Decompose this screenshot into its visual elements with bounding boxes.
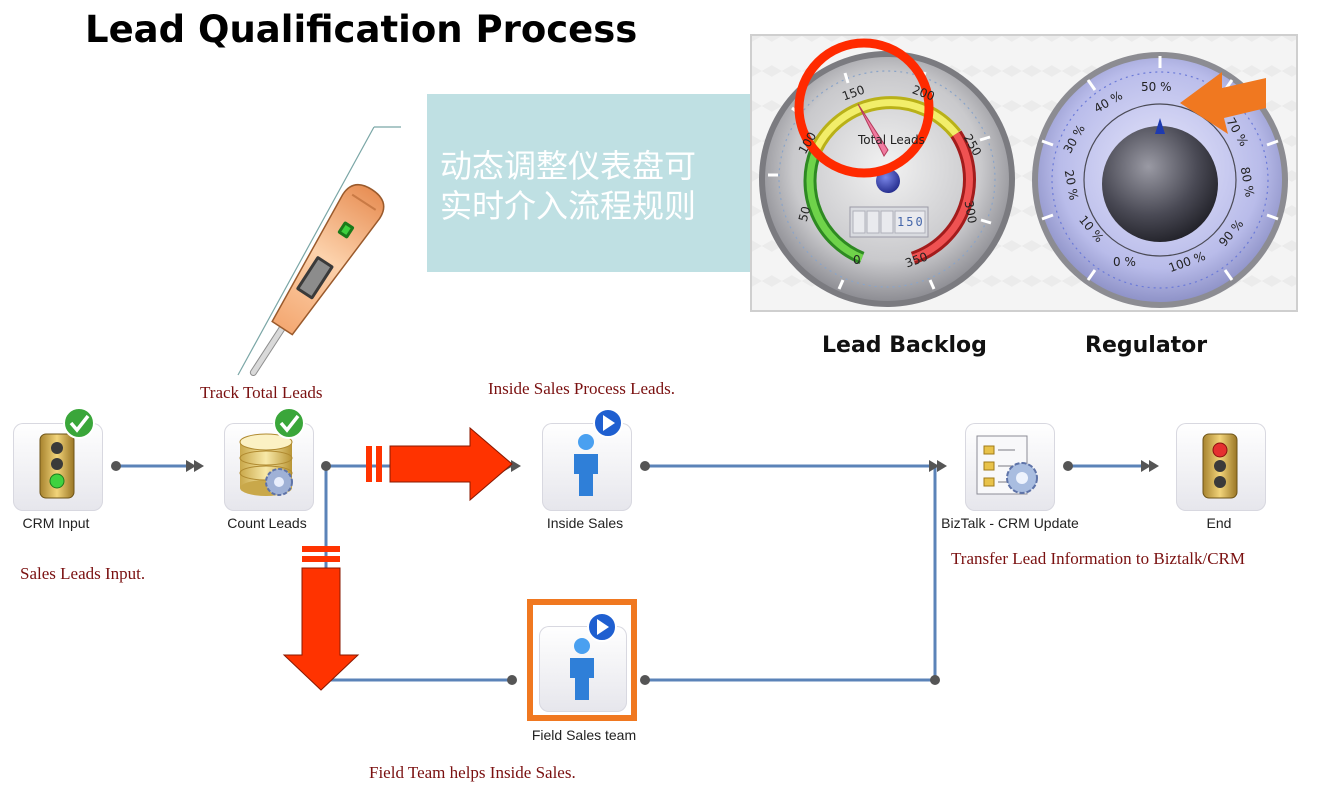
biztalk-note: Transfer Lead Information to Biztalk/CRM: [951, 549, 1245, 568]
end-label: End: [1206, 515, 1232, 531]
flow-arrow-right: [366, 426, 513, 502]
gauge-counter: 150: [897, 215, 925, 229]
biztalk-label: BizTalk - CRM Update: [941, 515, 1079, 531]
lead-backlog-caption: Lead Backlog: [822, 333, 987, 358]
regulator-caption: Regulator: [1085, 333, 1208, 358]
callout-line-1: 动态调整仪表盘可: [440, 147, 697, 185]
regulator-tick-50: 50 %: [1141, 80, 1172, 94]
leader-line: [237, 126, 375, 376]
lead-backlog-gauge: [759, 51, 1015, 307]
traffic-light-icon: [1202, 433, 1238, 499]
count-leads-label: Count Leads: [227, 515, 307, 531]
database-gear-icon: [239, 433, 293, 496]
field-sales-note: Field Team helps Inside Sales.: [369, 763, 576, 782]
gauge-tick-0: 0: [853, 253, 861, 267]
play-icon: [593, 408, 623, 438]
callout-line-2: 实时介入流程规则: [440, 187, 697, 225]
field-sales-label: Field Sales team: [531, 727, 637, 743]
highlight-circle: [794, 38, 934, 178]
gauge-inner-label: Total Leads: [858, 133, 925, 147]
traffic-light-icon: [39, 433, 75, 499]
inside-sales-label: Inside Sales: [546, 515, 624, 531]
check-icon: [273, 407, 305, 439]
flow-arrow-down: [282, 546, 360, 691]
count-leads-note: Track Total Leads: [200, 383, 323, 402]
person-icon: [574, 434, 598, 496]
callout-text: 动态调整仪表盘可 实时介入流程规则: [440, 146, 740, 226]
person-icon: [570, 638, 594, 700]
callout-box: [427, 94, 750, 272]
crm-input-label: CRM Input: [22, 515, 90, 531]
field-sales-highlight: [527, 599, 637, 721]
connector-dots: [111, 461, 1073, 685]
thermometer-icon: [249, 183, 385, 377]
inside-sales-note: Inside Sales Process Leads.: [488, 379, 675, 398]
regulator-tick-0: 0 %: [1113, 255, 1136, 269]
page-title: Lead Qualification Process: [85, 8, 638, 51]
play-icon: [587, 612, 617, 642]
check-icon: [63, 407, 95, 439]
pointer-arrow: [1180, 72, 1266, 134]
biztalk-icon: [976, 435, 1038, 495]
crm-input-note: Sales Leads Input.: [20, 564, 146, 583]
